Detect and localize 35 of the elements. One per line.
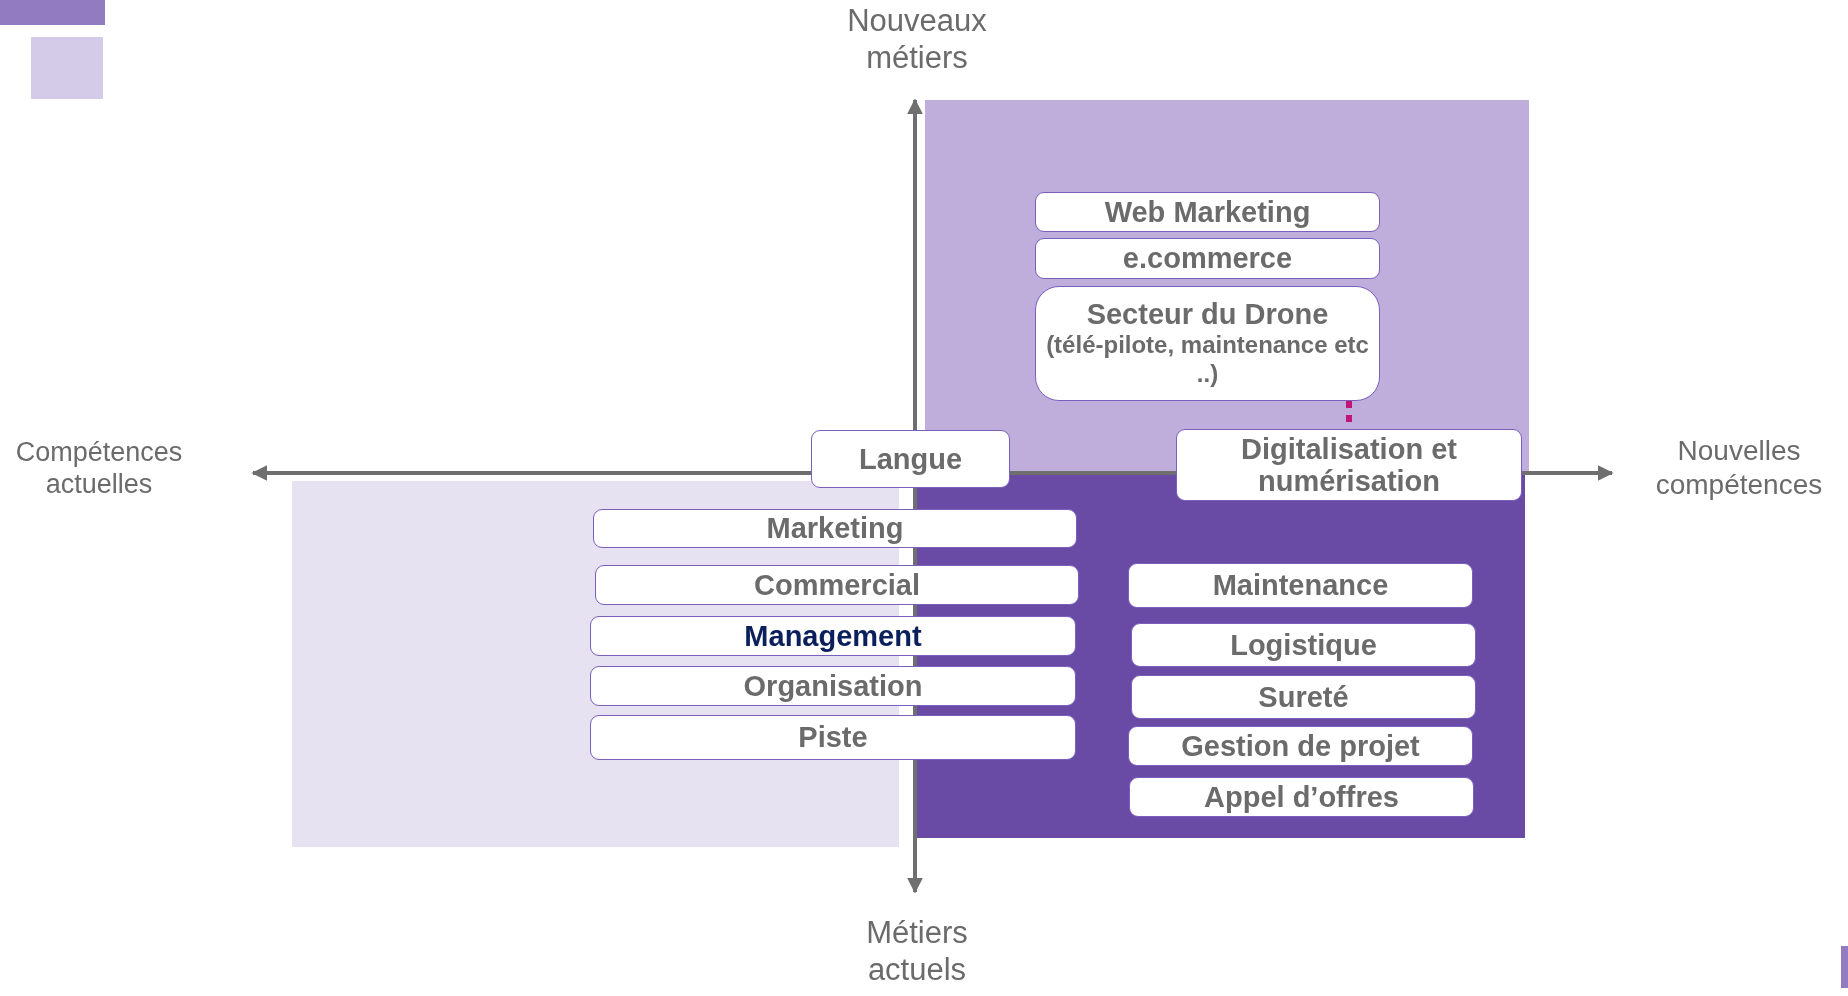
skill-box bbox=[1128, 726, 1473, 766]
axis-label: Nouvelles compétences bbox=[1654, 434, 1824, 502]
box-label: Logistique bbox=[1230, 628, 1377, 662]
skill-box bbox=[590, 616, 1076, 656]
axis-label: Compétences actuelles bbox=[14, 436, 184, 501]
skill-box bbox=[1131, 675, 1476, 719]
box-label: Web Marketing bbox=[1104, 195, 1311, 229]
box-label: Marketing bbox=[766, 512, 904, 545]
skill-box bbox=[1035, 192, 1380, 232]
skill-box bbox=[590, 666, 1076, 706]
box-label: Organisation bbox=[743, 669, 923, 703]
skill-box bbox=[1176, 429, 1522, 501]
box-label: Langue bbox=[858, 442, 963, 476]
skill-box bbox=[1131, 623, 1476, 667]
skill-box bbox=[1128, 563, 1473, 608]
box-label: Digitalisation et numérisation bbox=[1240, 432, 1458, 498]
skill-box bbox=[1035, 238, 1380, 279]
box-label: Gestion de projet bbox=[1181, 729, 1420, 763]
box-label: e.commerce bbox=[1122, 242, 1293, 275]
box-label: Sureté bbox=[1258, 680, 1349, 714]
skill-box bbox=[1035, 286, 1380, 401]
box-label: Secteur du Drone bbox=[1086, 298, 1329, 331]
box-subtext: (télé-pilote, maintenance etc ..) bbox=[1045, 330, 1370, 389]
box-label: Piste bbox=[798, 721, 868, 754]
skill-box bbox=[595, 565, 1079, 605]
box-label: Maintenance bbox=[1212, 569, 1389, 602]
skill-box bbox=[811, 430, 1010, 488]
box-label: Management bbox=[744, 619, 922, 653]
axis-label: Métiers actuels bbox=[865, 914, 969, 989]
skill-box bbox=[593, 509, 1077, 548]
skill-box bbox=[590, 715, 1076, 760]
axis-label: Nouveaux métiers bbox=[846, 2, 988, 77]
box-label: Commercial bbox=[754, 568, 920, 602]
box-label: Appel d’offres bbox=[1204, 780, 1399, 814]
skill-box bbox=[1129, 777, 1474, 817]
